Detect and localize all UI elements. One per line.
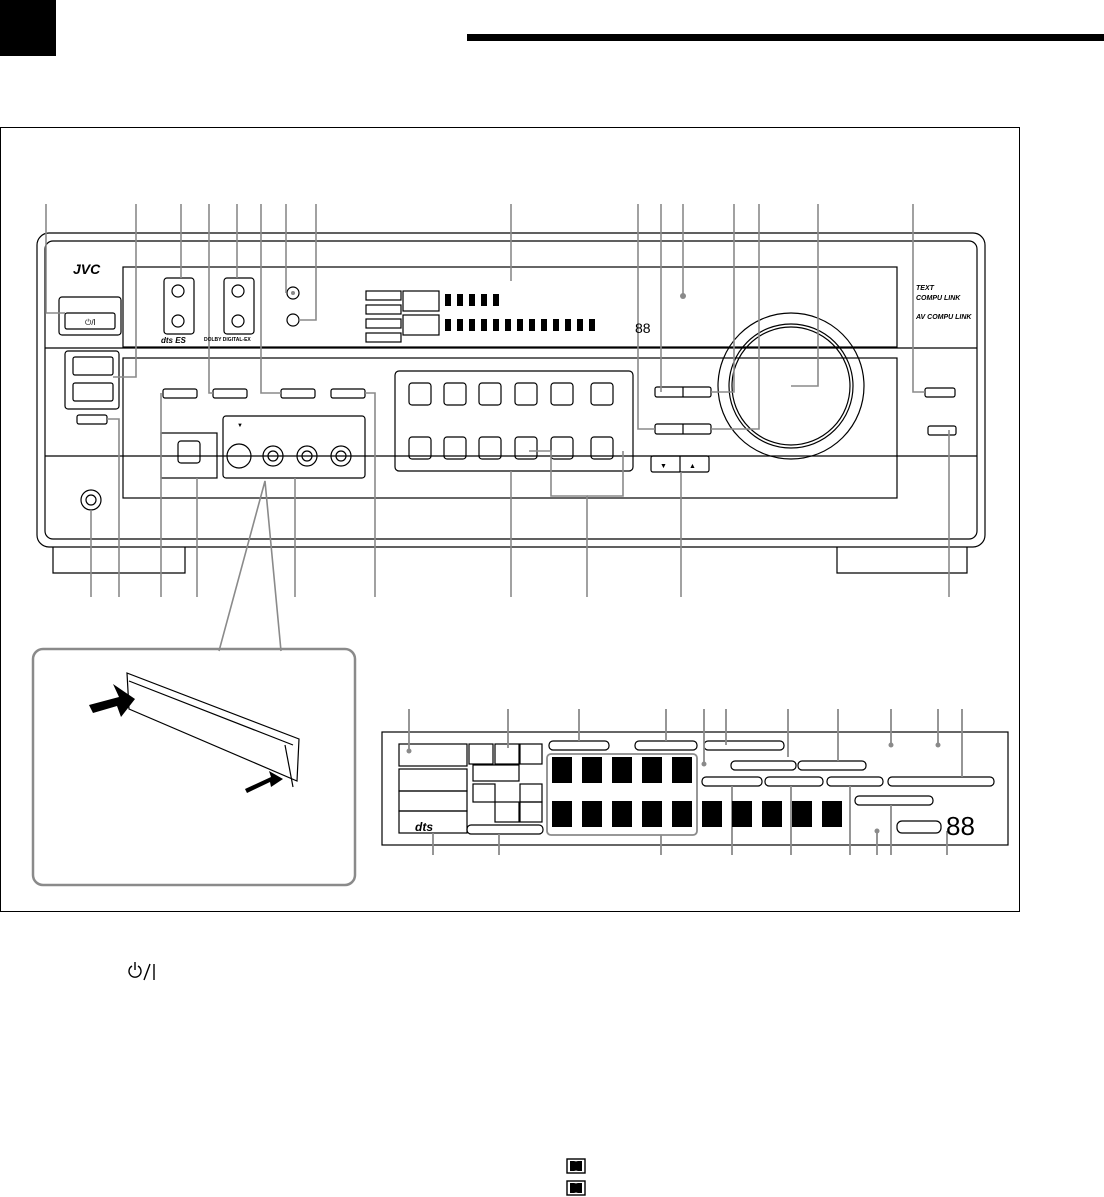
indicator-pill bbox=[854, 795, 934, 806]
dolby-logo-icon bbox=[566, 1158, 586, 1174]
indicator-pill bbox=[896, 820, 942, 834]
source-button[interactable] bbox=[590, 436, 614, 460]
indicator-pill bbox=[826, 776, 884, 787]
av-compu-link-logo: AV COMPU LINK bbox=[915, 314, 972, 321]
callouts-bottom bbox=[90, 392, 950, 652]
indicator-pill bbox=[797, 760, 867, 771]
indicator-pill bbox=[764, 776, 824, 787]
headphones-jack[interactable] bbox=[80, 489, 102, 511]
display-window bbox=[122, 266, 898, 348]
source-button[interactable] bbox=[408, 382, 432, 406]
display-panel bbox=[381, 731, 1009, 846]
pin-heads bbox=[291, 291, 941, 834]
indicator-pill bbox=[730, 760, 797, 771]
control-panel bbox=[122, 357, 898, 499]
display-digits: 88 bbox=[946, 811, 975, 841]
video-input[interactable] bbox=[262, 445, 284, 467]
input-arrow: ▼ bbox=[237, 423, 243, 429]
source-button[interactable] bbox=[443, 382, 467, 406]
speakers-button-1[interactable] bbox=[72, 356, 114, 376]
power-symbol: ⏻/I bbox=[85, 318, 96, 327]
front-dot-matrix bbox=[445, 294, 595, 331]
source-button[interactable] bbox=[550, 382, 574, 406]
audio-input-right[interactable] bbox=[330, 445, 352, 467]
up-key-label: ▲ bbox=[689, 463, 696, 470]
source-button[interactable] bbox=[478, 436, 502, 460]
button-row-1[interactable] bbox=[162, 388, 198, 399]
text-compu-link-logo: COMPU LINK bbox=[916, 295, 961, 302]
push-arrow-icon bbox=[89, 684, 135, 717]
small-button-left[interactable] bbox=[76, 414, 108, 425]
front-panel-figure: JVC TEXT COMPU LINK AV COMPU LINK dts ES… bbox=[0, 127, 1020, 912]
indicator-pill bbox=[887, 776, 995, 787]
s-video-input[interactable] bbox=[226, 443, 252, 469]
power-button[interactable] bbox=[64, 312, 116, 330]
down-key-label: ▼ bbox=[660, 463, 667, 470]
up-button-a[interactable] bbox=[171, 284, 185, 298]
display-seg bbox=[402, 314, 440, 336]
cover-illustration bbox=[126, 672, 300, 788]
indicator-pill bbox=[466, 824, 544, 835]
open-arrow-icon bbox=[245, 771, 283, 793]
header-rule bbox=[467, 34, 1104, 41]
display-seg bbox=[365, 290, 402, 301]
source-button[interactable] bbox=[514, 436, 538, 460]
round-button-2[interactable] bbox=[286, 313, 300, 327]
right-button-top[interactable] bbox=[924, 387, 956, 398]
round-button-1[interactable] bbox=[286, 286, 300, 300]
av-input-panel bbox=[222, 415, 366, 479]
dts-es-logo: dts ES bbox=[161, 336, 187, 345]
audio-input-left[interactable] bbox=[296, 445, 318, 467]
source-buttons bbox=[408, 382, 614, 460]
display-callouts bbox=[408, 709, 963, 855]
front-panel-diagram: JVC TEXT COMPU LINK AV COMPU LINK dts ES… bbox=[31, 204, 1009, 887]
button-row-3[interactable] bbox=[280, 388, 316, 399]
optical-input[interactable] bbox=[177, 440, 201, 464]
inset-cover bbox=[31, 647, 357, 887]
indicator-pill bbox=[634, 740, 698, 751]
source-button[interactable] bbox=[443, 436, 467, 460]
speakers-button-2[interactable] bbox=[72, 382, 114, 402]
display-seg bbox=[365, 304, 402, 315]
button-row-2[interactable] bbox=[212, 388, 248, 399]
indicator-pill bbox=[701, 776, 763, 787]
dts-indicator: dts bbox=[415, 820, 433, 834]
display-seg bbox=[402, 290, 440, 312]
source-button[interactable] bbox=[590, 382, 614, 406]
down-button-a[interactable] bbox=[171, 314, 185, 328]
volume-knob-ring bbox=[717, 312, 865, 460]
up-button-b[interactable] bbox=[231, 284, 245, 298]
text-compu-link-badge: TEXT bbox=[916, 285, 935, 292]
dolby-digital-ex-logo: DOLBY DIGITAL-EX bbox=[204, 337, 251, 343]
down-button-b[interactable] bbox=[231, 314, 245, 328]
source-button[interactable] bbox=[408, 436, 432, 460]
source-button[interactable] bbox=[514, 382, 538, 406]
display-dot-matrix bbox=[552, 757, 842, 827]
indicator-pill bbox=[548, 740, 610, 751]
source-button[interactable] bbox=[550, 436, 574, 460]
source-button[interactable] bbox=[478, 382, 502, 406]
volume-knob[interactable] bbox=[728, 323, 854, 449]
display-seg bbox=[365, 318, 402, 329]
indicator-pill bbox=[703, 740, 785, 751]
button-row-4[interactable] bbox=[330, 388, 366, 399]
right-foot bbox=[836, 547, 968, 574]
right-button-bottom[interactable] bbox=[927, 425, 957, 436]
section-tab bbox=[0, 0, 56, 56]
callouts-top bbox=[45, 204, 925, 430]
front-display-digits: 88 bbox=[635, 320, 651, 336]
brand-logo: JVC bbox=[73, 261, 101, 277]
display-seg bbox=[365, 332, 402, 343]
power-standby-icon bbox=[128, 962, 155, 981]
dolby-logo-icon bbox=[566, 1180, 586, 1196]
